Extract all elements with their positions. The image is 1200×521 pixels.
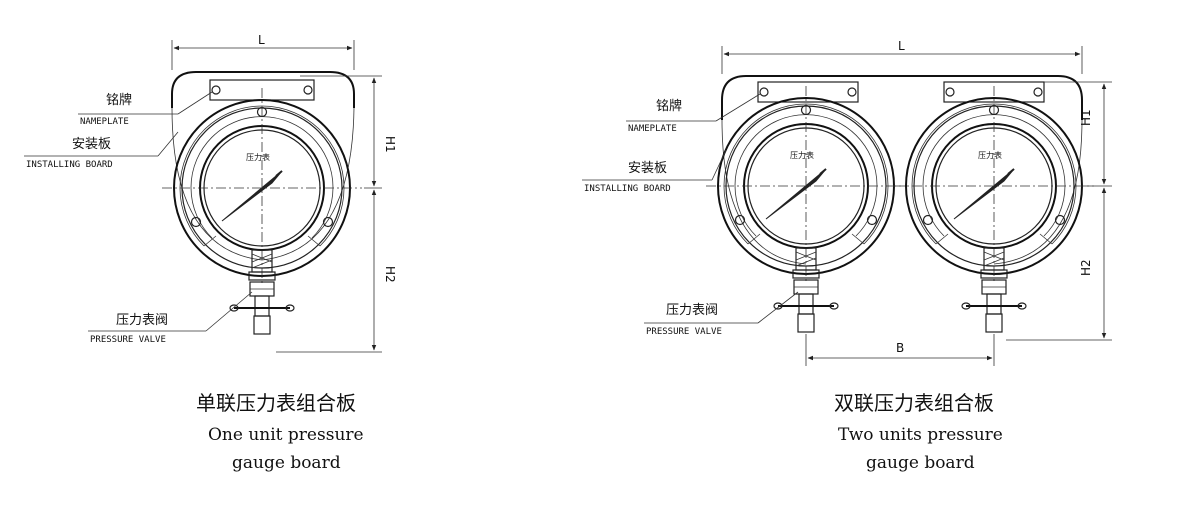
single-valve-label-cn: 压力表阀 — [116, 313, 168, 328]
double-valve-label-cn: 压力表阀 — [666, 303, 718, 318]
double-dim-L: L — [898, 39, 905, 53]
single-nameplate-label-en: NAMEPLATE — [80, 117, 129, 127]
double-installing-board-outline — [721, 75, 1083, 120]
double-caption-en-1: Two units pressure — [838, 425, 1003, 445]
double-caption-en-2: gauge board — [866, 453, 975, 473]
double-gauge-face-text-1: 压力表 — [790, 150, 814, 160]
single-dim-L: L — [258, 33, 265, 47]
single-caption-en-2: gauge board — [232, 453, 341, 473]
single-dim-H1: H1 — [383, 136, 397, 153]
single-valve-label-en: PRESSURE VALVE — [90, 335, 166, 345]
double-board-label-cn: 安装板 — [628, 161, 667, 176]
single-board-label-cn: 安装板 — [72, 137, 111, 152]
double-dim-B: B — [896, 341, 904, 355]
double-caption-cn: 双联压力表组合板 — [834, 391, 994, 415]
single-installing-board-outline — [171, 71, 355, 108]
double-board-label-en: INSTALLING BOARD — [584, 184, 671, 194]
single-nameplate-label-cn: 铭牌 — [106, 92, 132, 108]
double-nameplate-2 — [943, 81, 1045, 103]
double-nameplate-1 — [757, 81, 859, 103]
single-caption-cn: 单联压力表组合板 — [196, 391, 356, 415]
double-nameplate-label-en: NAMEPLATE — [628, 124, 677, 134]
double-valve-label-en: PRESSURE VALVE — [646, 327, 722, 337]
single-board-label-en: INSTALLING BOARD — [26, 160, 113, 170]
double-dim-H2: H2 — [1079, 259, 1093, 276]
single-gauge-face-text: 压力表 — [246, 152, 270, 162]
single-caption-en-1: One unit pressure — [208, 425, 364, 445]
double-gauge-face-text-2: 压力表 — [978, 150, 1002, 160]
single-unit-drawing: L H1 H2 铭牌 NAMEPLATE 安装板 INSTALLING BOAR… — [24, 33, 397, 473]
single-dim-H2: H2 — [383, 266, 397, 283]
double-nameplate-label-cn: 铭牌 — [656, 98, 682, 114]
double-dim-H1: H1 — [1079, 109, 1093, 126]
double-unit-drawing: L B H1 H2 铭牌 NAMEPLATE 安装板 INSTALLING BO… — [582, 39, 1112, 473]
